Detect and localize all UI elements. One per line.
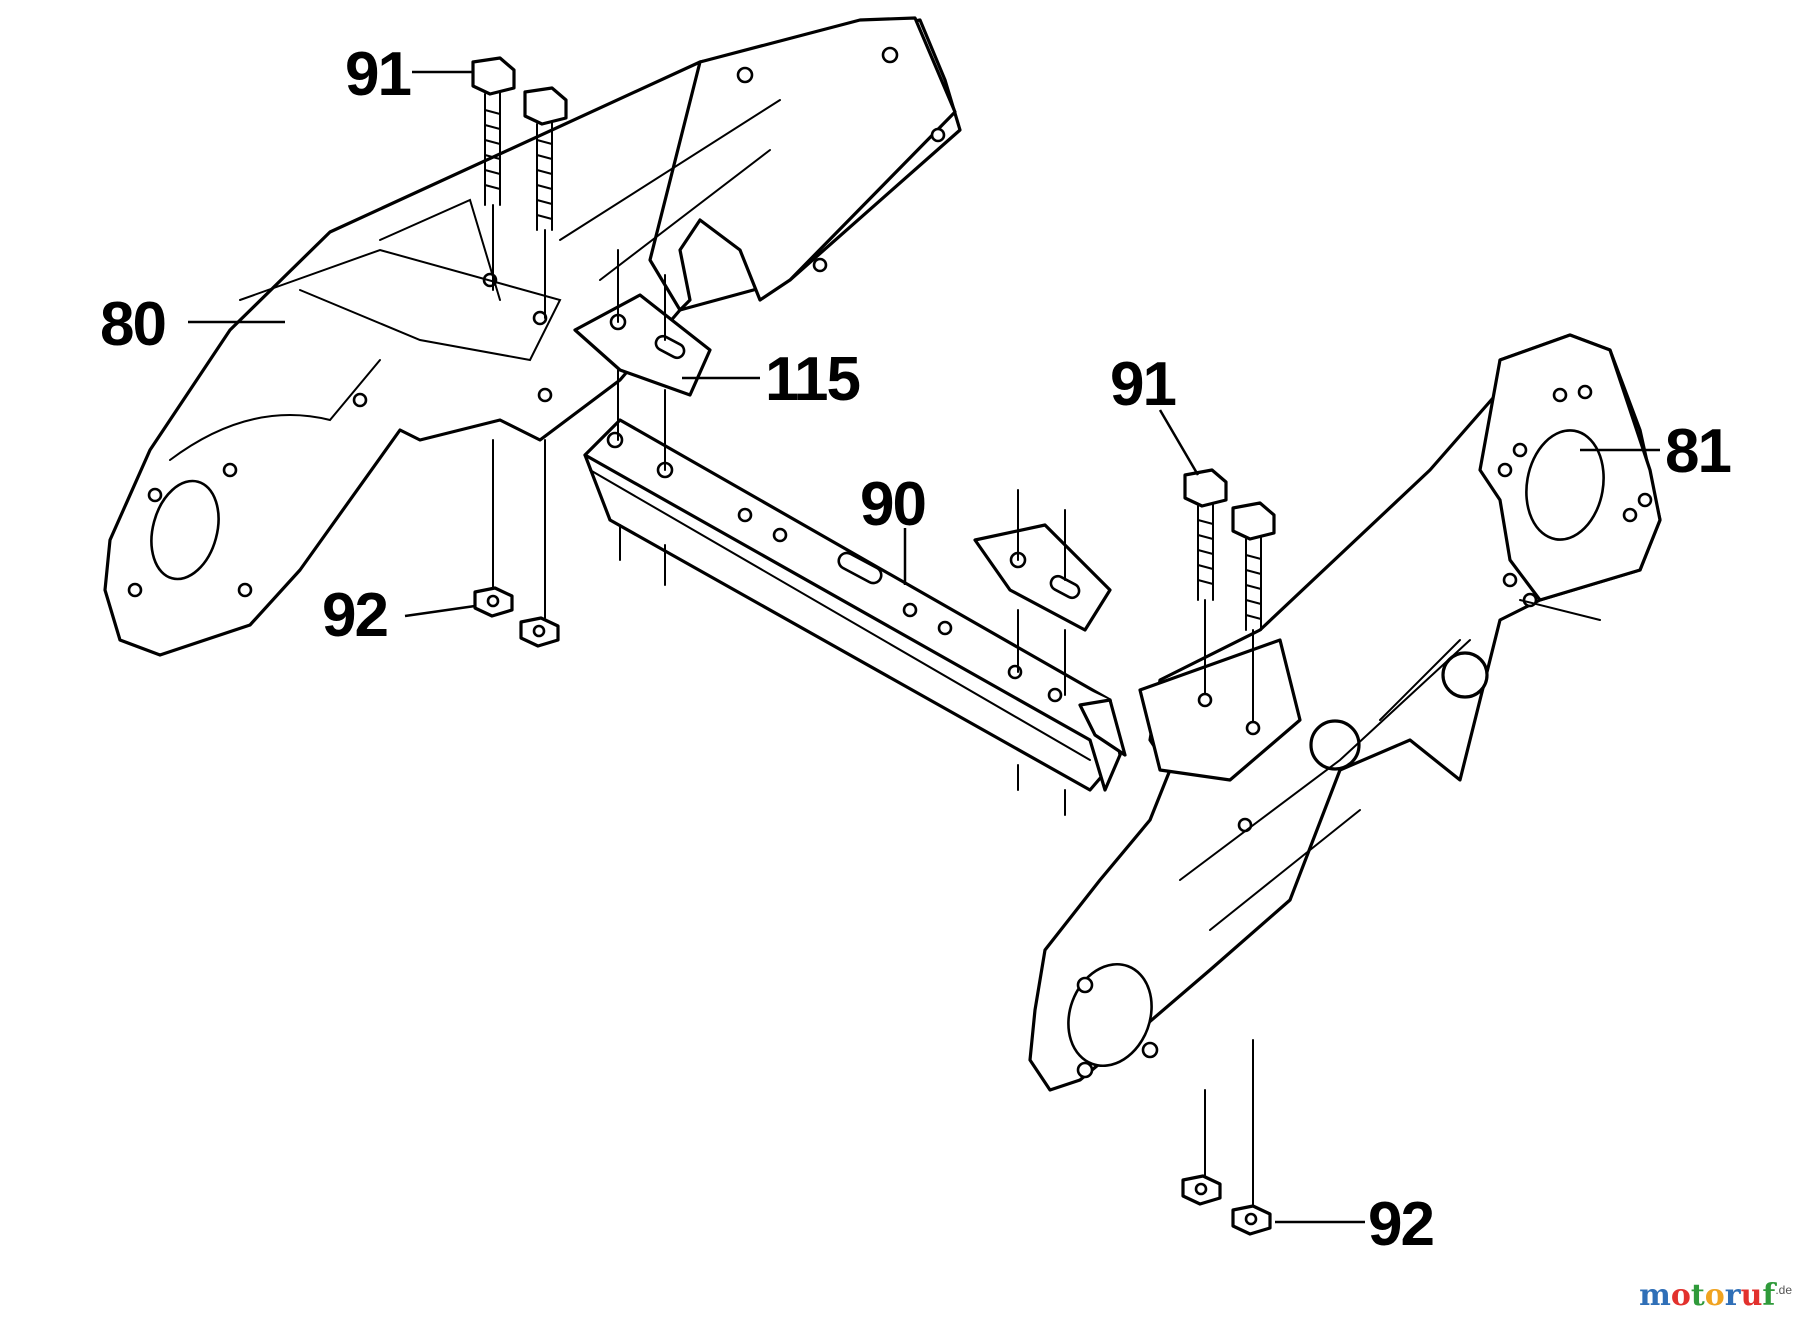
callout-115: 115	[765, 345, 860, 414]
callout-80: 80	[100, 290, 165, 359]
watermark-brand: motoruf	[1639, 1278, 1775, 1313]
assembly-guide-lines	[492, 204, 1261, 1207]
bracket-right-part-81	[1028, 333, 1662, 1092]
callout-90: 90	[860, 470, 925, 539]
nut-92-right-b	[1231, 1204, 1272, 1236]
bolt-91-right-a	[1183, 468, 1228, 601]
leader-lines	[188, 70, 1660, 1224]
watermark-tld: .de	[1775, 1283, 1792, 1297]
bolt-91-left-a	[471, 56, 516, 206]
cross-channel-part-90	[583, 418, 1127, 792]
watermark-letter: t	[1690, 1278, 1705, 1313]
watermark-letter: m	[1639, 1278, 1671, 1313]
callout-91-left: 91	[345, 40, 410, 109]
watermark-letter: f	[1762, 1278, 1776, 1313]
callout-81: 81	[1665, 417, 1730, 486]
watermark-letter: o	[1704, 1278, 1725, 1313]
callout-92-right: 92	[1368, 1190, 1433, 1259]
nut-92-left-a	[473, 586, 514, 618]
nut-92-right-a	[1181, 1174, 1222, 1206]
watermark-letter: r	[1724, 1278, 1741, 1313]
plate-part-115-lower	[973, 523, 1112, 632]
watermark-letter: o	[1670, 1278, 1691, 1313]
bracket-left-part-80	[103, 16, 962, 657]
watermark-letter: u	[1740, 1278, 1763, 1313]
nut-92-left-b	[519, 616, 560, 648]
callout-92-left: 92	[322, 581, 387, 650]
callout-91-right: 91	[1110, 350, 1175, 419]
bolt-91-left-b	[523, 86, 568, 231]
watermark-logo: motoruf.de	[1639, 1278, 1792, 1313]
bolt-91-right-b	[1231, 501, 1276, 631]
